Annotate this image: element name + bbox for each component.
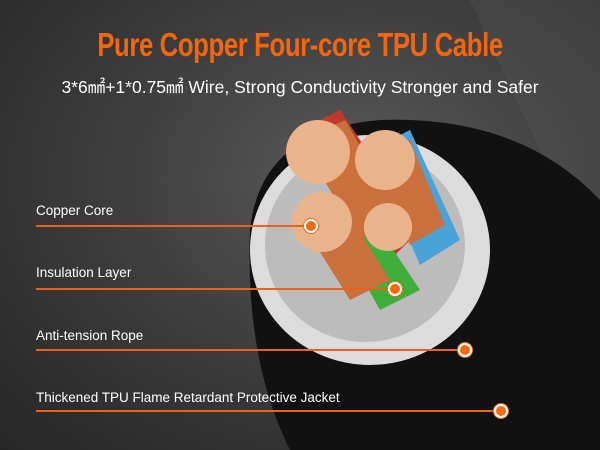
callout-label-insulation-layer: Insulation Layer: [36, 265, 132, 280]
copper-core: [355, 130, 415, 190]
callout-dot: [304, 219, 318, 233]
copper-core: [286, 120, 350, 184]
callout-dot: [388, 282, 402, 296]
callout-label-tpu-jacket: Thickened TPU Flame Retardant Protective…: [36, 390, 340, 405]
callout-line: [36, 410, 496, 412]
copper-core: [364, 203, 412, 251]
callout-line: [36, 288, 390, 290]
callout-label-copper-core: Copper Core: [36, 203, 114, 218]
copper-core: [292, 192, 352, 252]
callout-line: [36, 349, 460, 351]
callout-dot: [494, 404, 508, 418]
callout-label-anti-tension-rope: Anti-tension Rope: [36, 328, 144, 343]
page-subtitle: 3*6㎟+1*0.75㎟ Wire, Strong Conductivity S…: [61, 77, 539, 97]
callout-dot: [458, 343, 472, 357]
page-title: Pure Copper Four-core TPU Cable: [97, 26, 503, 63]
callout-line: [36, 225, 306, 227]
